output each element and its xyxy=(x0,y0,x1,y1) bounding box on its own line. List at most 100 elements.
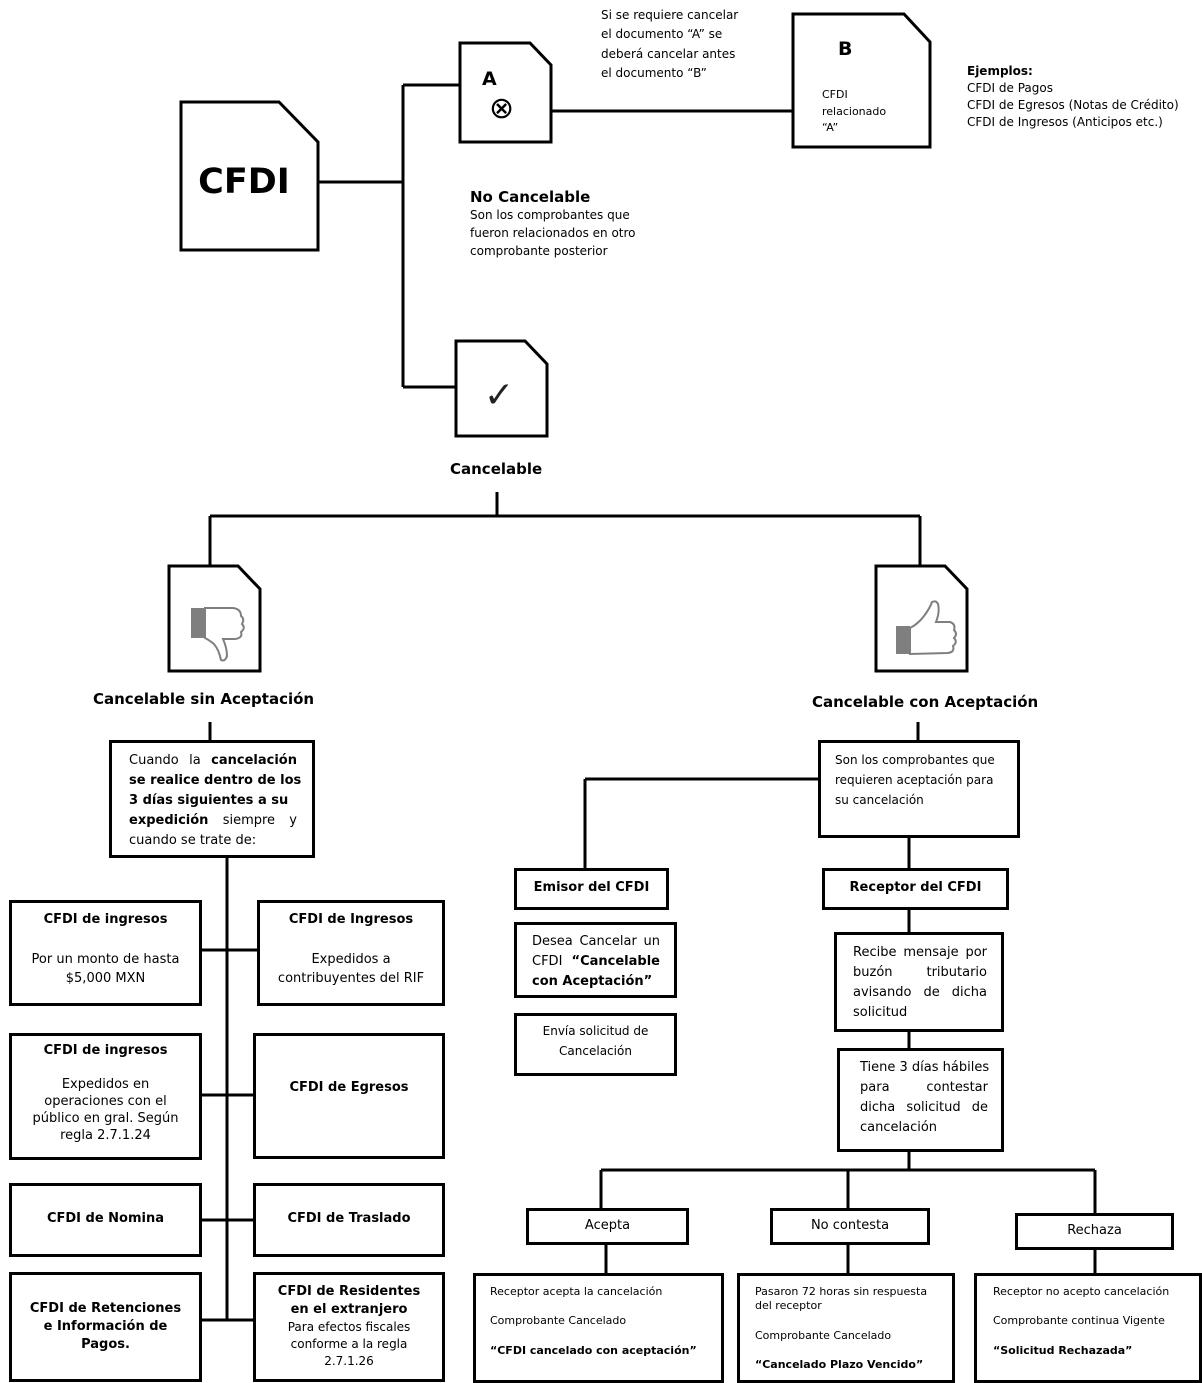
emisor-send-line-1: Envía solicitud de xyxy=(542,1024,649,1038)
text-word: cancelación xyxy=(860,1120,938,1135)
circled-x-icon: ⊗ xyxy=(489,91,515,126)
box-residentes-line-1: Para efectos fiscales xyxy=(287,1320,411,1334)
text-word: buzón xyxy=(853,965,893,980)
text-line: CFDI“Cancelable xyxy=(532,952,660,972)
thumbs-up-icon xyxy=(896,600,957,656)
result-rechaza-line-1: Receptor no acepto cancelación xyxy=(993,1285,1170,1298)
emisor-box xyxy=(514,868,669,910)
result-acepta-status: “CFDI cancelado con aceptación” xyxy=(490,1344,697,1357)
cancelable-document-icon xyxy=(454,339,549,438)
left-branch-title: Cancelable sin Aceptación xyxy=(93,690,315,708)
box-ingresos-rif xyxy=(257,900,445,1006)
text-line: cancelación xyxy=(860,1118,988,1138)
box-ingresos-5000-line-2: $5,000 MXN xyxy=(65,971,146,986)
box-ingresos-rif-line-2: contribuyentes del RIF xyxy=(277,971,425,986)
right-branch-title: Cancelable con Aceptación xyxy=(812,693,1039,711)
thumbs-down-document xyxy=(167,564,262,673)
text-word: Cuando xyxy=(129,753,179,768)
box-ingresos-publico-line-4: regla 2.7.1.24 xyxy=(60,1128,151,1143)
emisor-desc-box xyxy=(514,922,677,998)
document-a-icon xyxy=(458,41,553,144)
example-item-2: CFDI de Egresos (Notas de Crédito) xyxy=(967,98,1179,112)
cancel-order-note-1: Si se requiere cancelar xyxy=(601,8,739,22)
emisor-send-line-2: Cancelación xyxy=(559,1044,632,1058)
no-cancelable-title: No Cancelable xyxy=(470,188,591,206)
text-word: Recibe xyxy=(853,945,897,960)
text-word: se realice dentro de los xyxy=(129,773,302,788)
box-ingresos-rif-line-1: Expedidos a xyxy=(311,952,391,967)
box-ingresos-publico-title: CFDI de ingresos xyxy=(43,1043,168,1058)
text-word: un xyxy=(643,934,660,949)
emisor-label: Emisor del CFDI xyxy=(533,880,650,895)
text-word: Cancelar xyxy=(579,934,637,949)
text-line: solicitud xyxy=(853,1003,987,1023)
receptor-days-box xyxy=(837,1048,1004,1152)
result-no-contesta-line-3: Comprobante Cancelado xyxy=(755,1329,892,1342)
box-ingresos-5000-line-1: Por un monto de hasta xyxy=(31,952,180,967)
document-a-letter: A xyxy=(482,68,497,90)
text-line: Cuando la cancelación xyxy=(129,751,297,771)
text-line: Desea Cancelar un xyxy=(532,932,660,952)
text-word: Desea xyxy=(532,934,573,949)
box-egresos-title: CFDI de Egresos xyxy=(289,1080,409,1095)
box-ingresos-publico xyxy=(9,1033,202,1160)
option-no-contesta-box xyxy=(770,1208,930,1245)
emisor-send-box xyxy=(514,1013,677,1076)
result-no-contesta-line-1: Pasaron 72 horas sin respuesta xyxy=(755,1285,928,1298)
box-residentes-line-2: conforme a la regla xyxy=(290,1337,408,1351)
cancel-order-note-3: deberá cancelar antes xyxy=(601,47,736,61)
box-residentes xyxy=(253,1272,445,1382)
text-line: se realice dentro de los xyxy=(129,771,301,791)
box-residentes-line-3: 2.7.1.26 xyxy=(324,1354,374,1368)
text-line: con Aceptación” xyxy=(532,972,660,992)
text-word: expedición xyxy=(129,813,209,828)
box-ingresos-5000-title: CFDI de ingresos xyxy=(43,912,168,927)
option-no-contesta-label: No contesta xyxy=(810,1218,890,1233)
text-word: mensaje xyxy=(903,945,959,960)
text-word: la xyxy=(189,753,201,768)
option-rechaza-label: Rechaza xyxy=(1067,1223,1122,1238)
text-line: Tiene 3 días hábiles xyxy=(860,1058,989,1078)
box-nomina-title: CFDI de Nomina xyxy=(46,1211,165,1226)
box-ingresos-publico-line-3: público en gral. Según xyxy=(32,1111,179,1126)
result-rechaza-status: “Solicitud Rechazada” xyxy=(993,1344,1133,1357)
right-desc-box xyxy=(818,740,1020,838)
box-retenciones-title-1: CFDI de Retenciones xyxy=(29,1301,182,1316)
box-traslado xyxy=(253,1183,445,1257)
box-residentes-title-2: en el extranjero xyxy=(290,1302,408,1317)
box-retenciones-title-3: Pagos. xyxy=(81,1337,130,1352)
box-ingresos-publico-line-1: Expedidos en xyxy=(61,1077,150,1092)
box-ingresos-rif-title: CFDI de Ingresos xyxy=(288,912,414,927)
box-retenciones-title-2: e Información de xyxy=(43,1319,168,1334)
box-residentes-title-1: CFDI de Residentes xyxy=(277,1284,421,1299)
thumbs-up-document xyxy=(874,564,969,673)
receptor-box xyxy=(822,868,1009,910)
text-line: 3 días siguientes a su xyxy=(129,791,297,811)
text-word: de xyxy=(923,985,940,1000)
text-word: cancelación xyxy=(211,753,297,768)
result-no-contesta-line-2: del receptor xyxy=(755,1299,822,1312)
option-rechaza-box xyxy=(1015,1213,1174,1250)
document-b-text-2: relacionado xyxy=(822,105,887,118)
result-no-contesta-status: “Cancelado Plazo Vencido” xyxy=(755,1358,924,1371)
text-word: cuando se trate de: xyxy=(129,833,257,848)
thumbs-down-icon xyxy=(191,607,245,662)
document-b-text-3: “A” xyxy=(822,121,839,134)
no-cancelable-desc-3: comprobante posterior xyxy=(470,244,608,258)
no-cancelable-desc-1: Son los comprobantes que xyxy=(470,208,630,222)
cancelable-label: Cancelable xyxy=(450,460,543,478)
receptor-msg-box xyxy=(834,932,1004,1032)
cfdi-document-icon xyxy=(179,100,320,252)
text-word: contestar xyxy=(926,1080,988,1095)
result-no-contesta-box xyxy=(737,1273,955,1383)
text-word: siempre xyxy=(222,813,276,828)
cancel-order-note-2: el documento “A” se xyxy=(601,27,723,41)
right-desc-line-2: requieren aceptación para xyxy=(835,773,994,787)
